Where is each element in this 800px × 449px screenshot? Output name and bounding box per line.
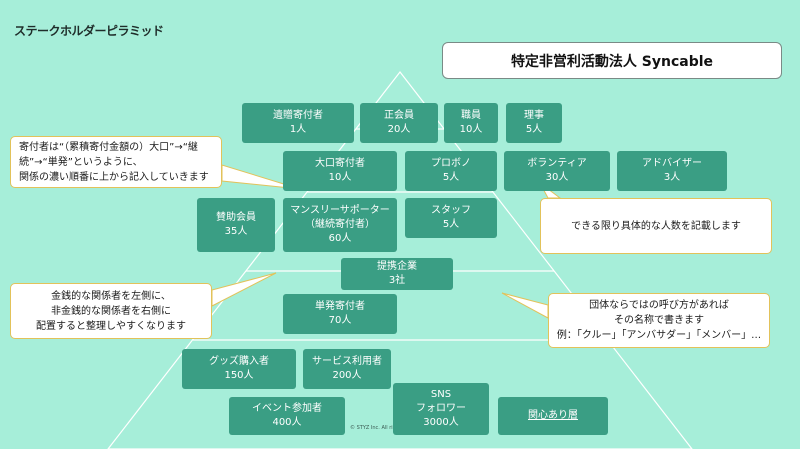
org-name-box: 特定非営利活動法人 Syncable <box>442 42 782 79</box>
page-title: ステークホルダーピラミッド <box>14 24 164 38</box>
box-sublabel: （継続寄付者） <box>305 219 375 230</box>
box-count: 10人 <box>459 124 483 135</box>
box-count: 3000人 <box>423 417 459 428</box>
box-count: 3社 <box>388 275 406 286</box>
box-label: イベント参加者 <box>252 403 322 414</box>
note-naming-pointer <box>501 292 549 319</box>
box-count: 3人 <box>663 172 681 183</box>
box-count: 400人 <box>272 417 302 428</box>
note-org-naming: 団体ならではの呼び方があれば その名称で書きます 例：「クルー」「アンバサダー」… <box>548 293 770 348</box>
box-label: 遺贈寄付者 <box>273 110 323 121</box>
box-count: 10人 <box>328 172 352 183</box>
box-staff: スタッフ 5人 <box>405 198 497 238</box>
note-line: 続”→“単発”というように、 <box>19 156 143 168</box>
box-count: 150人 <box>224 370 254 381</box>
box-director: 理事 5人 <box>506 103 562 143</box>
note-donor-pointer <box>221 164 301 190</box>
box-staff-member: 職員 10人 <box>444 103 498 143</box>
box-count: 1人 <box>289 124 307 135</box>
box-label: 賛助会員 <box>216 212 256 223</box>
box-interested: 関心あり層 <box>498 397 608 435</box>
box-label: サービス利用者 <box>312 356 382 367</box>
note-line: 非金銭的な関係者を右側に <box>51 305 171 317</box>
note-financial-placement: 金銭的な関係者を左側に、 非金銭的な関係者を右側に 配置すると整理しやすくなりま… <box>10 283 212 339</box>
box-label: 単発寄付者 <box>315 301 365 312</box>
pyramid-triangle <box>107 71 693 449</box>
box-bequest-donor: 遺贈寄付者 1人 <box>242 103 354 143</box>
note-donor-order: 寄付者は“（累積寄付金額の）大口”→“継 続”→“単発”というように、 関係の濃… <box>10 136 222 188</box>
box-count: 30人 <box>545 172 569 183</box>
note-line: 例：「クルー」「アンバサダー」「メンバー」… <box>556 330 762 341</box>
box-label: 関心あり層 <box>528 410 578 421</box>
box-count: 70人 <box>328 315 352 326</box>
box-label: 正会員 <box>384 110 414 121</box>
box-label: プロボノ <box>431 158 471 169</box>
copyright: © STYZ Inc. All ri <box>350 425 393 431</box>
box-supporting-member: 賛助会員 35人 <box>197 198 275 252</box>
box-regular-member: 正会員 20人 <box>360 103 438 143</box>
box-label: 理事 <box>524 110 544 121</box>
note-line: 寄付者は“（累積寄付金額の）大口”→“継 <box>19 141 198 153</box>
box-probono: プロボノ 5人 <box>405 151 497 191</box>
box-goods-buyer: グッズ購入者 150人 <box>182 349 296 389</box>
note-specific-numbers: できる限り具体的な人数を記載します <box>540 198 772 254</box>
note-line: 金銭的な関係者を左側に、 <box>51 290 171 302</box>
box-count: 60人 <box>328 233 352 244</box>
box-label: アドバイザー <box>642 158 702 169</box>
box-partner-company: 提携企業 3社 <box>341 258 453 290</box>
box-count: 200人 <box>332 370 362 381</box>
box-event-participant: イベント参加者 400人 <box>229 397 345 435</box>
note-line: できる限り具体的な人数を記載します <box>571 220 741 232</box>
box-count: 20人 <box>387 124 411 135</box>
box-label: SNS <box>430 389 452 400</box>
box-service-user: サービス利用者 200人 <box>303 349 391 389</box>
box-label: グッズ購入者 <box>209 356 269 367</box>
box-sublabel: フォロワー <box>416 403 466 414</box>
box-count: 35人 <box>224 226 248 237</box>
note-line: 団体ならではの呼び方があれば <box>589 300 729 311</box>
box-label: 職員 <box>461 110 481 121</box>
box-one-time-donor: 単発寄付者 70人 <box>283 294 397 334</box>
box-label: マンスリーサポーター <box>290 205 390 216</box>
box-large-donor: 大口寄付者 10人 <box>283 151 397 191</box>
note-financial-pointer <box>211 272 277 307</box>
box-volunteer: ボランティア 30人 <box>504 151 610 191</box>
box-count: 5人 <box>525 124 543 135</box>
box-label: 大口寄付者 <box>315 158 365 169</box>
note-line: その名称で書きます <box>614 315 704 326</box>
box-label: スタッフ <box>431 205 471 216</box>
box-sns-follower: SNS フォロワー 3000人 <box>393 383 489 435</box>
box-label: 提携企業 <box>377 261 417 272</box>
note-line: 配置すると整理しやすくなります <box>36 320 186 332</box>
note-line: 関係の濃い順番に上から記入していきます <box>19 171 209 183</box>
box-count: 5人 <box>442 219 460 230</box>
box-count: 5人 <box>442 172 460 183</box>
box-label: ボランティア <box>527 158 587 169</box>
box-monthly-supporter: マンスリーサポーター （継続寄付者） 60人 <box>283 198 397 252</box>
box-advisor: アドバイザー 3人 <box>617 151 727 191</box>
